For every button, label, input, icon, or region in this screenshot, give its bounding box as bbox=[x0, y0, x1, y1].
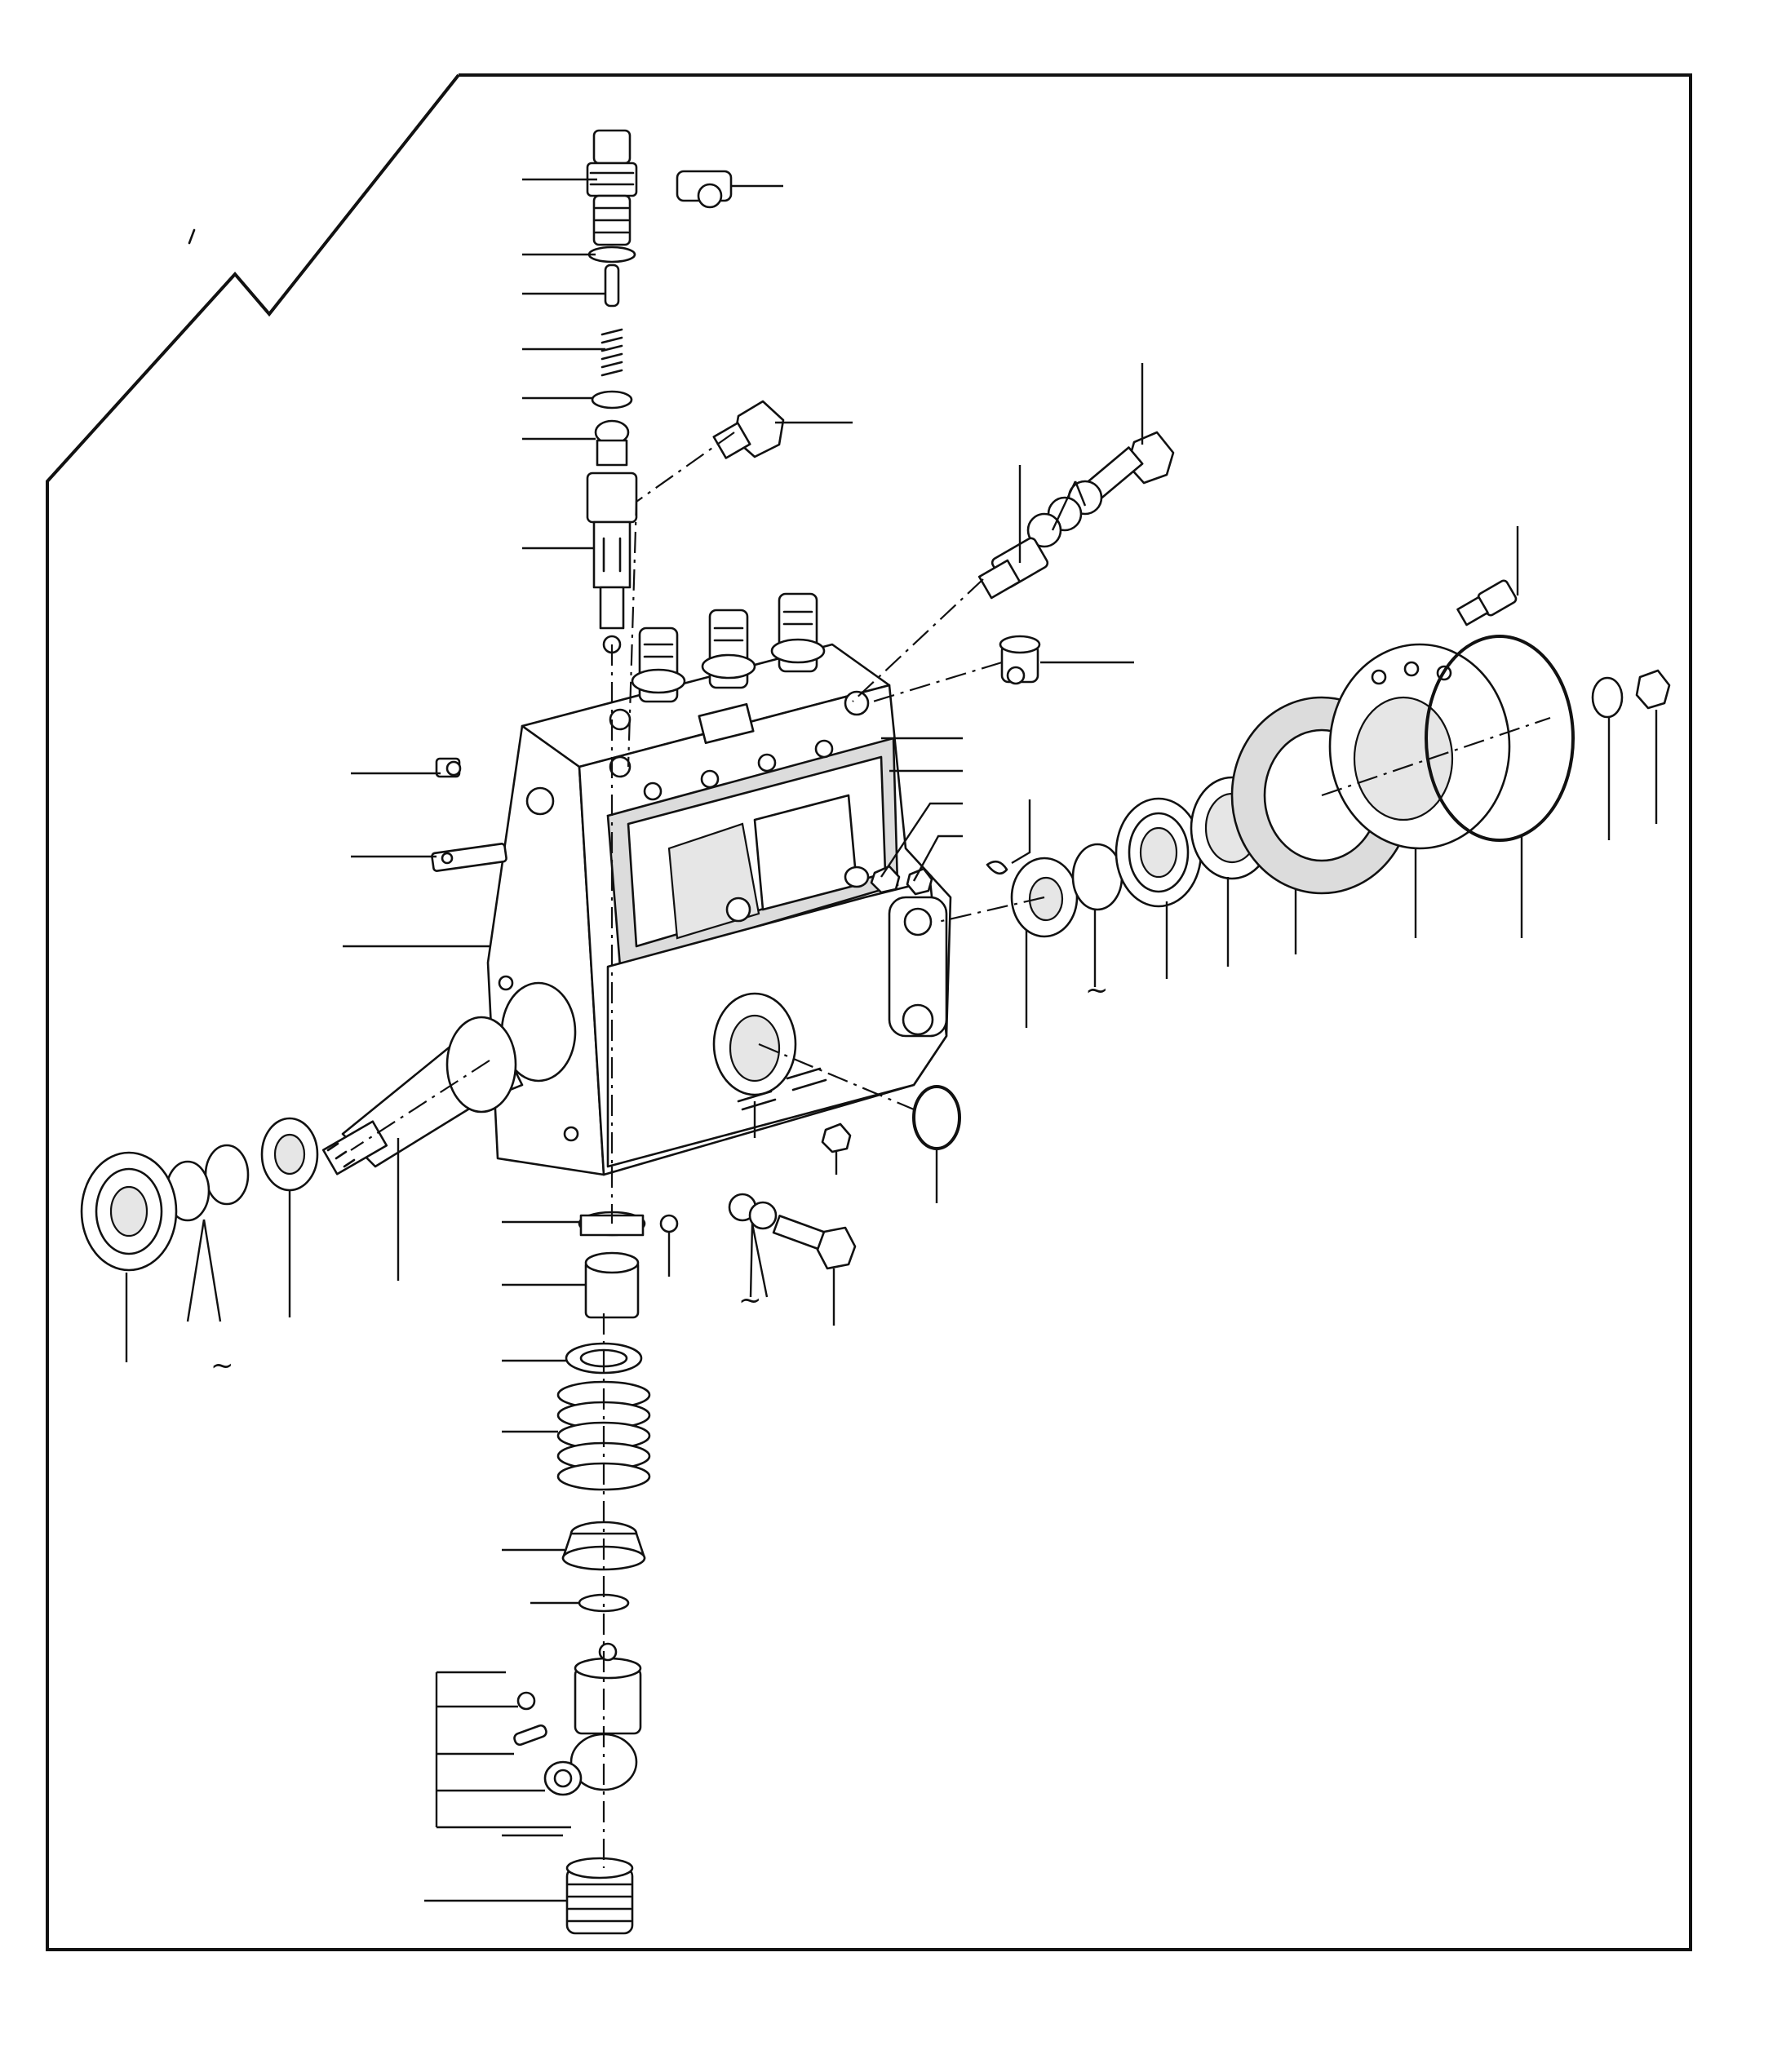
right-shaft-assembly bbox=[986, 579, 1671, 938]
frame-border bbox=[46, 73, 1692, 1951]
pump-housing bbox=[486, 643, 952, 1176]
left-side-parts bbox=[80, 757, 524, 1272]
delivery-valve-holders bbox=[631, 592, 826, 703]
top-component-stack bbox=[586, 129, 733, 654]
bottom-component-stack bbox=[513, 1211, 679, 1935]
banjo-bolt-group bbox=[977, 431, 1175, 600]
assembly-axes bbox=[350, 432, 1551, 1868]
leader-lines bbox=[125, 178, 1658, 1902]
tilde-mark-1: ~ bbox=[1085, 974, 1109, 1007]
housing-right-fittings bbox=[737, 865, 961, 1153]
tilde-mark-2: ~ bbox=[211, 1349, 234, 1382]
plug-screw bbox=[999, 635, 1041, 685]
top-bolt bbox=[712, 400, 785, 459]
bottom-bolt-group bbox=[728, 1193, 857, 1270]
tilde-mark-3: ~ bbox=[738, 1284, 762, 1317]
